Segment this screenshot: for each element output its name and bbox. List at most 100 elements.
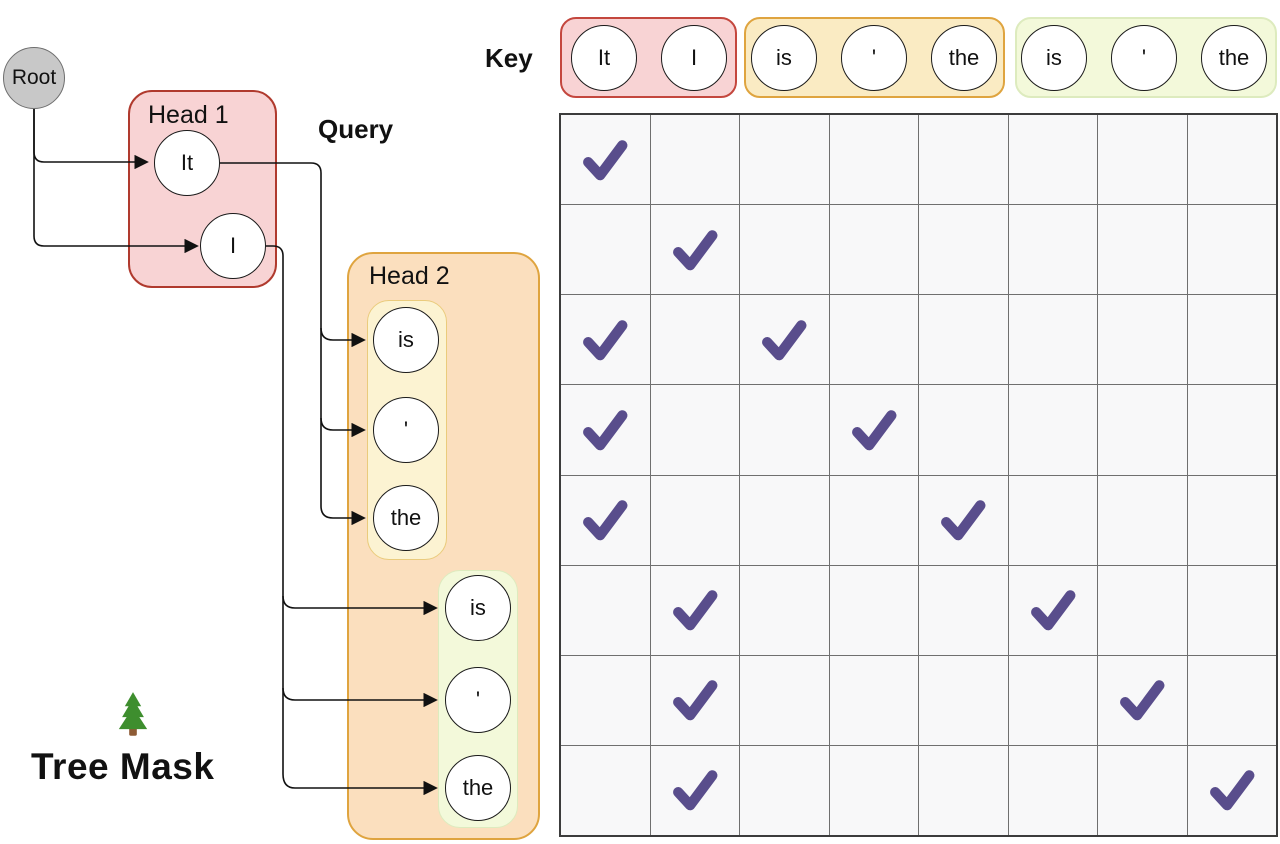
mask-cell-r4c4 — [829, 385, 918, 475]
mask-cell-r4c6 — [1008, 385, 1097, 475]
key-token-is-2: is — [1021, 25, 1087, 91]
key-token-apostrophe-2-label: ' — [1141, 45, 1147, 70]
tree-node-apostrophe-1-label: ' — [403, 417, 409, 442]
mask-cell-r4c7 — [1098, 385, 1187, 475]
head2-label: Head 2 — [369, 262, 450, 290]
mask-cell-r3c5 — [919, 295, 1008, 385]
mask-cell-r4c5 — [919, 385, 1008, 475]
tree-node-it: It — [154, 130, 220, 196]
mask-cell-r2c1 — [561, 205, 650, 295]
mask-cell-r5c7 — [1098, 475, 1187, 565]
mask-cell-r1c1 — [561, 115, 650, 205]
mask-cell-r6c8 — [1187, 565, 1276, 655]
tree-node-i-label: I — [229, 233, 237, 258]
mask-cell-r2c8 — [1187, 205, 1276, 295]
mask-cell-r4c1 — [561, 385, 650, 475]
tree-node-i: I — [200, 213, 266, 279]
root-node-label: Root — [11, 66, 57, 89]
tree-node-apostrophe-2: ' — [445, 667, 511, 733]
edge-i-to-is2 — [282, 595, 438, 616]
edge-i-to-apostrophe2 — [282, 687, 438, 708]
mask-cell-r6c3 — [740, 565, 829, 655]
check-icon — [1120, 680, 1165, 721]
key-token-it: It — [571, 25, 637, 91]
edge-it-to-the1 — [220, 162, 366, 526]
mask-cell-r1c2 — [650, 115, 739, 205]
mask-cell-r8c4 — [829, 745, 918, 835]
check-icon — [583, 320, 628, 361]
mask-cell-r2c3 — [740, 205, 829, 295]
mask-cell-r3c4 — [829, 295, 918, 385]
mask-cell-r6c1 — [561, 565, 650, 655]
mask-cell-r4c8 — [1187, 385, 1276, 475]
mask-cell-r1c3 — [740, 115, 829, 205]
query-axis-label: Query — [318, 114, 394, 144]
check-icon — [762, 320, 807, 361]
mask-cell-r8c7 — [1098, 745, 1187, 835]
key-token-the-2-label: the — [1218, 45, 1250, 70]
mask-cell-r2c5 — [919, 205, 1008, 295]
mask-cell-r7c2 — [650, 655, 739, 745]
mask-cell-r2c2 — [650, 205, 739, 295]
tree-node-is-2: is — [445, 575, 511, 641]
mask-cell-r2c6 — [1008, 205, 1097, 295]
mask-cell-r5c2 — [650, 475, 739, 565]
mask-cell-r6c7 — [1098, 565, 1187, 655]
mask-cell-r2c7 — [1098, 205, 1187, 295]
mask-cell-r3c2 — [650, 295, 739, 385]
key-token-the-2: the — [1201, 25, 1267, 91]
check-icon — [851, 410, 897, 451]
edge-i-to-the2 — [266, 245, 438, 796]
mask-cell-r7c6 — [1008, 655, 1097, 745]
tree-node-apostrophe-2-label: ' — [475, 687, 481, 712]
mask-cell-r7c4 — [829, 655, 918, 745]
key-token-apostrophe-1-label: ' — [871, 45, 877, 70]
mask-cell-r6c5 — [919, 565, 1008, 655]
check-icon — [583, 139, 628, 180]
mask-cell-r6c4 — [829, 565, 918, 655]
tree-node-the-1: the — [373, 485, 439, 551]
edge-root-to-it — [33, 109, 149, 170]
key-token-is-1: is — [751, 25, 817, 91]
mask-cell-r3c6 — [1008, 295, 1097, 385]
mask-cell-r4c3 — [740, 385, 829, 475]
edge-root-to-i — [33, 109, 199, 254]
tree-node-the-2: the — [445, 755, 511, 821]
key-token-is-2-label: is — [1046, 45, 1062, 70]
mask-grid — [559, 113, 1278, 837]
mask-cell-r8c3 — [740, 745, 829, 835]
mask-cell-r1c7 — [1098, 115, 1187, 205]
mask-cell-r5c5 — [919, 475, 1008, 565]
mask-cell-r5c8 — [1187, 475, 1276, 565]
key-token-the-1-label: the — [948, 45, 980, 70]
mask-cell-r8c2 — [650, 745, 739, 835]
mask-cell-r7c5 — [919, 655, 1008, 745]
mask-cell-r5c3 — [740, 475, 829, 565]
edge-it-to-is1 — [320, 327, 366, 348]
mask-cell-r3c7 — [1098, 295, 1187, 385]
key-token-the-1: the — [931, 25, 997, 91]
mask-cell-r1c8 — [1187, 115, 1276, 205]
mask-cell-r8c6 — [1008, 745, 1097, 835]
mask-cell-r6c2 — [650, 565, 739, 655]
check-icon — [672, 590, 718, 631]
key-token-is-1-label: is — [776, 45, 792, 70]
key-token-i: I — [661, 25, 727, 91]
check-icon — [941, 500, 986, 541]
mask-cell-r1c6 — [1008, 115, 1097, 205]
check-icon — [1030, 590, 1076, 631]
key-token-i-label: I — [690, 45, 698, 70]
diagram-title: Tree Mask — [31, 746, 215, 787]
tree-node-it-label: It — [180, 150, 194, 175]
mask-cell-r7c8 — [1187, 655, 1276, 745]
edge-it-to-apostrophe1 — [320, 417, 366, 438]
tree-node-the-2-label: the — [462, 775, 494, 800]
mask-cell-r5c4 — [829, 475, 918, 565]
head1-label: Head 1 — [148, 101, 229, 129]
key-axis-label: Key — [485, 43, 533, 73]
mask-cell-r6c6 — [1008, 565, 1097, 655]
mask-cell-r8c1 — [561, 745, 650, 835]
mask-cell-r1c5 — [919, 115, 1008, 205]
tree-node-is-1-label: is — [398, 327, 414, 352]
